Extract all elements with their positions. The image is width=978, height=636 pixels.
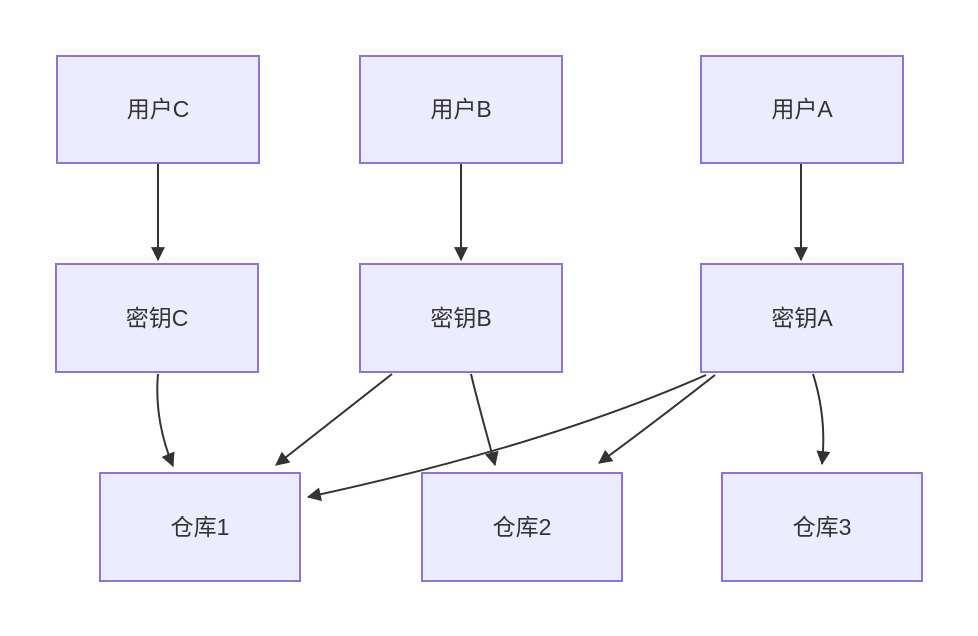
node-user-c: 用户C [56, 55, 260, 164]
node-repo-1-label: 仓库1 [170, 513, 230, 540]
node-key-a-label: 密钥A [771, 304, 833, 331]
node-key-c: 密钥C [55, 263, 259, 373]
node-user-a-label: 用户A [771, 96, 833, 122]
edge-keyB-repo1 [275, 373, 393, 466]
node-user-b: 用户B [359, 55, 563, 164]
edge-keyA-repo2 [598, 374, 716, 464]
node-repo-3-label: 仓库3 [792, 513, 852, 540]
node-key-c-label: 密钥C [125, 304, 189, 331]
node-repo-3: 仓库3 [721, 472, 923, 582]
edge-keyA-repo3 [812, 373, 831, 466]
node-repo-2: 仓库2 [421, 472, 623, 582]
node-user-c-label: 用户C [126, 96, 190, 122]
node-repo-1: 仓库1 [99, 472, 301, 582]
edge-keyA-repo1 [306, 374, 707, 502]
node-user-a: 用户A [700, 55, 904, 164]
edge-keyB-repo2 [470, 373, 499, 467]
node-key-b-label: 密钥B [430, 304, 492, 331]
node-key-b: 密钥B [359, 263, 563, 373]
edge-keyC-repo1 [156, 373, 175, 468]
node-user-b-label: 用户B [430, 96, 492, 122]
node-repo-2-label: 仓库2 [492, 513, 552, 540]
node-key-a: 密钥A [700, 263, 904, 373]
